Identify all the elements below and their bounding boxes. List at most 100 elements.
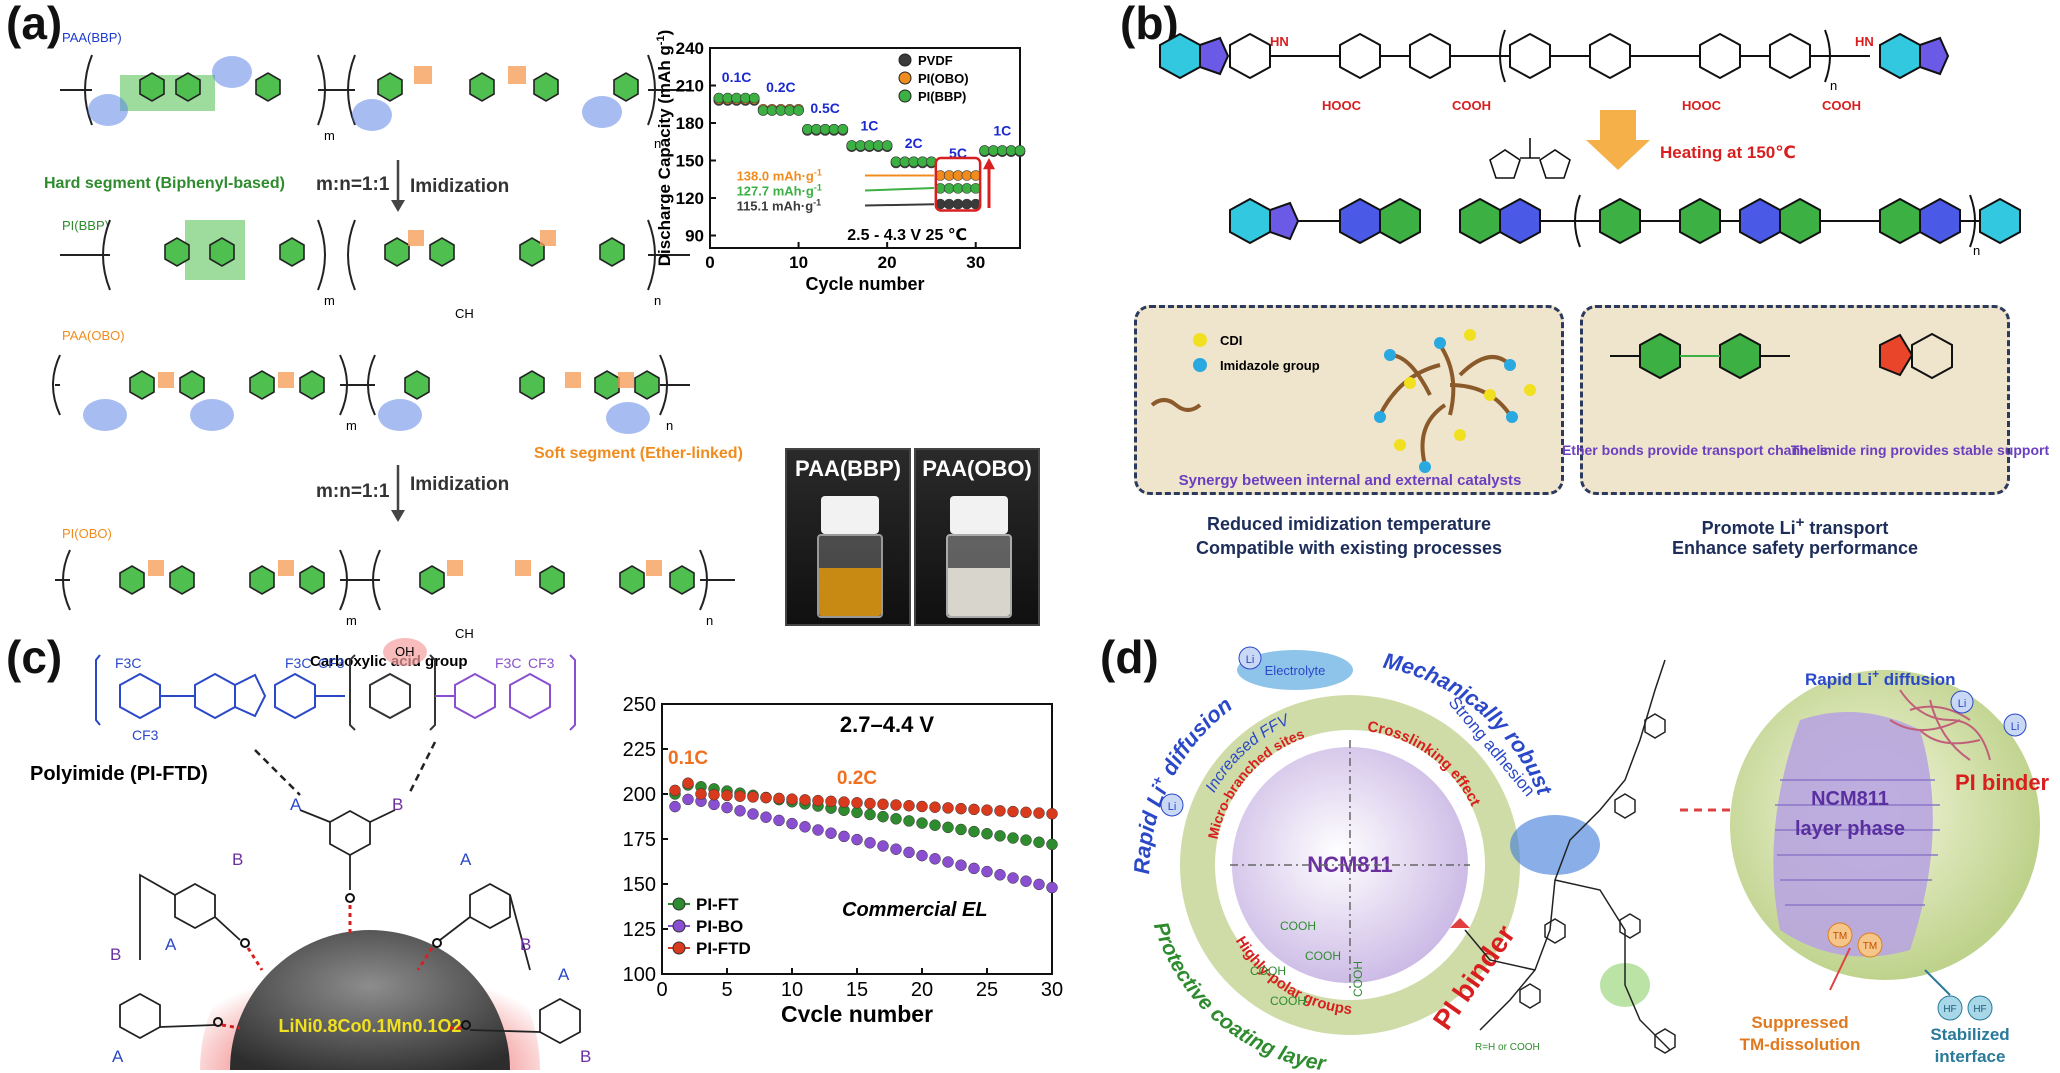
x-axis-label: Cycle number (805, 274, 924, 294)
data-point (877, 840, 889, 852)
red-dotted-bonds (221, 905, 462, 1030)
cf3-label: CF3 (318, 655, 345, 671)
data-point (721, 789, 733, 802)
data-point (784, 105, 796, 116)
data-point (877, 810, 889, 823)
cf3-label: CF3 (528, 655, 555, 671)
x-tick-label: 30 (966, 253, 985, 272)
data-point (968, 803, 980, 816)
suppressed-label-2: TM-dissolution (1740, 1035, 1861, 1054)
rate-label: 1C (860, 118, 878, 134)
synergy-label: Synergy between internal and external ca… (1179, 472, 1522, 489)
data-point (929, 819, 941, 831)
data-point (682, 777, 694, 789)
cooh-label: COOH (1280, 919, 1316, 933)
data-point (799, 821, 811, 833)
promote-tail: transport (1804, 518, 1889, 538)
paa-obo-label: PAA(OBO) (62, 328, 125, 343)
data-point (890, 799, 902, 811)
data-point (747, 791, 759, 803)
vial-cap (821, 496, 879, 534)
ether-highlight (540, 230, 556, 246)
annotation-sup: -1 (814, 183, 822, 193)
data-point (851, 797, 863, 809)
panel-c-structure: F3C F3C CF3 CF3 OH F3C CF3 Polyimide (PI… (30, 638, 591, 1070)
data-point (881, 140, 893, 151)
rapid-li-diffusion-right: Rapid Li+ diffusion (1805, 667, 1956, 689)
a-label: A (112, 1047, 124, 1066)
chain-legend (1150, 398, 1202, 412)
data-point (994, 830, 1006, 842)
recovery-arrow-head (983, 158, 995, 170)
data-point (968, 825, 980, 838)
li-ion (1238, 646, 1262, 670)
carboxyl-highlight (352, 99, 392, 131)
cooh-label: COOH (1305, 949, 1341, 963)
data-point (952, 183, 964, 194)
paa-bbp-structure (60, 54, 690, 126)
x-axis-label: Cycle number (781, 1001, 933, 1022)
voltage-label: 2.7–4.4 V (840, 712, 935, 737)
legend-label: PI-FTD (696, 939, 751, 958)
data-point (864, 837, 876, 849)
data-point (837, 123, 849, 135)
legend-label: PI-FT (696, 895, 739, 914)
data-point (734, 805, 746, 817)
dashed-arrow (408, 741, 437, 793)
y-tick-label: 210 (676, 77, 704, 96)
rh-label: R=H or COOH (1475, 1042, 1540, 1053)
benzimidazole-right (1879, 32, 1950, 80)
data-point (1020, 806, 1032, 819)
x-tick-label: 30 (1041, 979, 1063, 1001)
rapid2-text: Rapid Li (1805, 670, 1872, 689)
hf-label: HF (1943, 1004, 1956, 1015)
ether-highlight (646, 560, 662, 576)
oh-label: OH (395, 644, 415, 659)
ether-label: Ether bonds provide transport channels (1562, 442, 1828, 458)
rate-label: 2C (905, 135, 923, 151)
b-label: B (580, 1047, 591, 1066)
capacity-annotation: 127.7 mAh·g-1 (737, 183, 822, 199)
data-point (1033, 878, 1045, 891)
hn-label: HN (1855, 34, 1874, 49)
data-point (903, 846, 915, 859)
data-point (864, 797, 876, 810)
dashed-arrow (254, 749, 301, 796)
data-point (864, 808, 876, 821)
li-ion-label: Li (1246, 654, 1255, 666)
data-point (981, 804, 993, 816)
y-tick-label: 175 (623, 829, 656, 851)
data-point (942, 821, 954, 834)
paa-obo-rings (129, 370, 660, 400)
data-point (695, 788, 707, 800)
data-point (669, 784, 681, 797)
carboxyl-highlight (606, 402, 650, 434)
x-tick-label: 25 (976, 979, 998, 1001)
stabilized-label-1: Stabilized (1930, 1025, 2009, 1044)
y-axis-label-close: ) (655, 30, 674, 36)
n-subscript: n (1973, 243, 1980, 258)
paa-chain (1229, 29, 1870, 83)
legend-marker-pibbp (898, 89, 912, 103)
b-label: B (232, 850, 243, 869)
synergy-text: Synergy between internal and external ca… (1179, 472, 1522, 489)
cooh-label: COOH (1351, 961, 1365, 997)
n-subscript: n (654, 136, 661, 151)
capacity-annotation: 115.1 mAh·g-1 (737, 198, 822, 214)
promote-li-label: Promote Li+ transport (1580, 514, 2010, 539)
ether-highlight (414, 66, 432, 84)
data-point (851, 806, 863, 819)
data-point (968, 862, 980, 875)
data-point (1046, 881, 1058, 894)
annotation-sup: -1 (813, 198, 821, 208)
data-point (819, 123, 831, 135)
ether-highlight (278, 372, 294, 388)
x-tick-label: 0 (705, 253, 714, 272)
pi-binder-right-label: PI binder (1955, 770, 2050, 795)
data-point (766, 105, 778, 116)
data-point (760, 811, 772, 823)
data-point (942, 802, 954, 814)
ether-highlight (515, 560, 531, 576)
ether-highlight (278, 560, 294, 576)
rapid-word: Rapid (1129, 808, 1163, 874)
